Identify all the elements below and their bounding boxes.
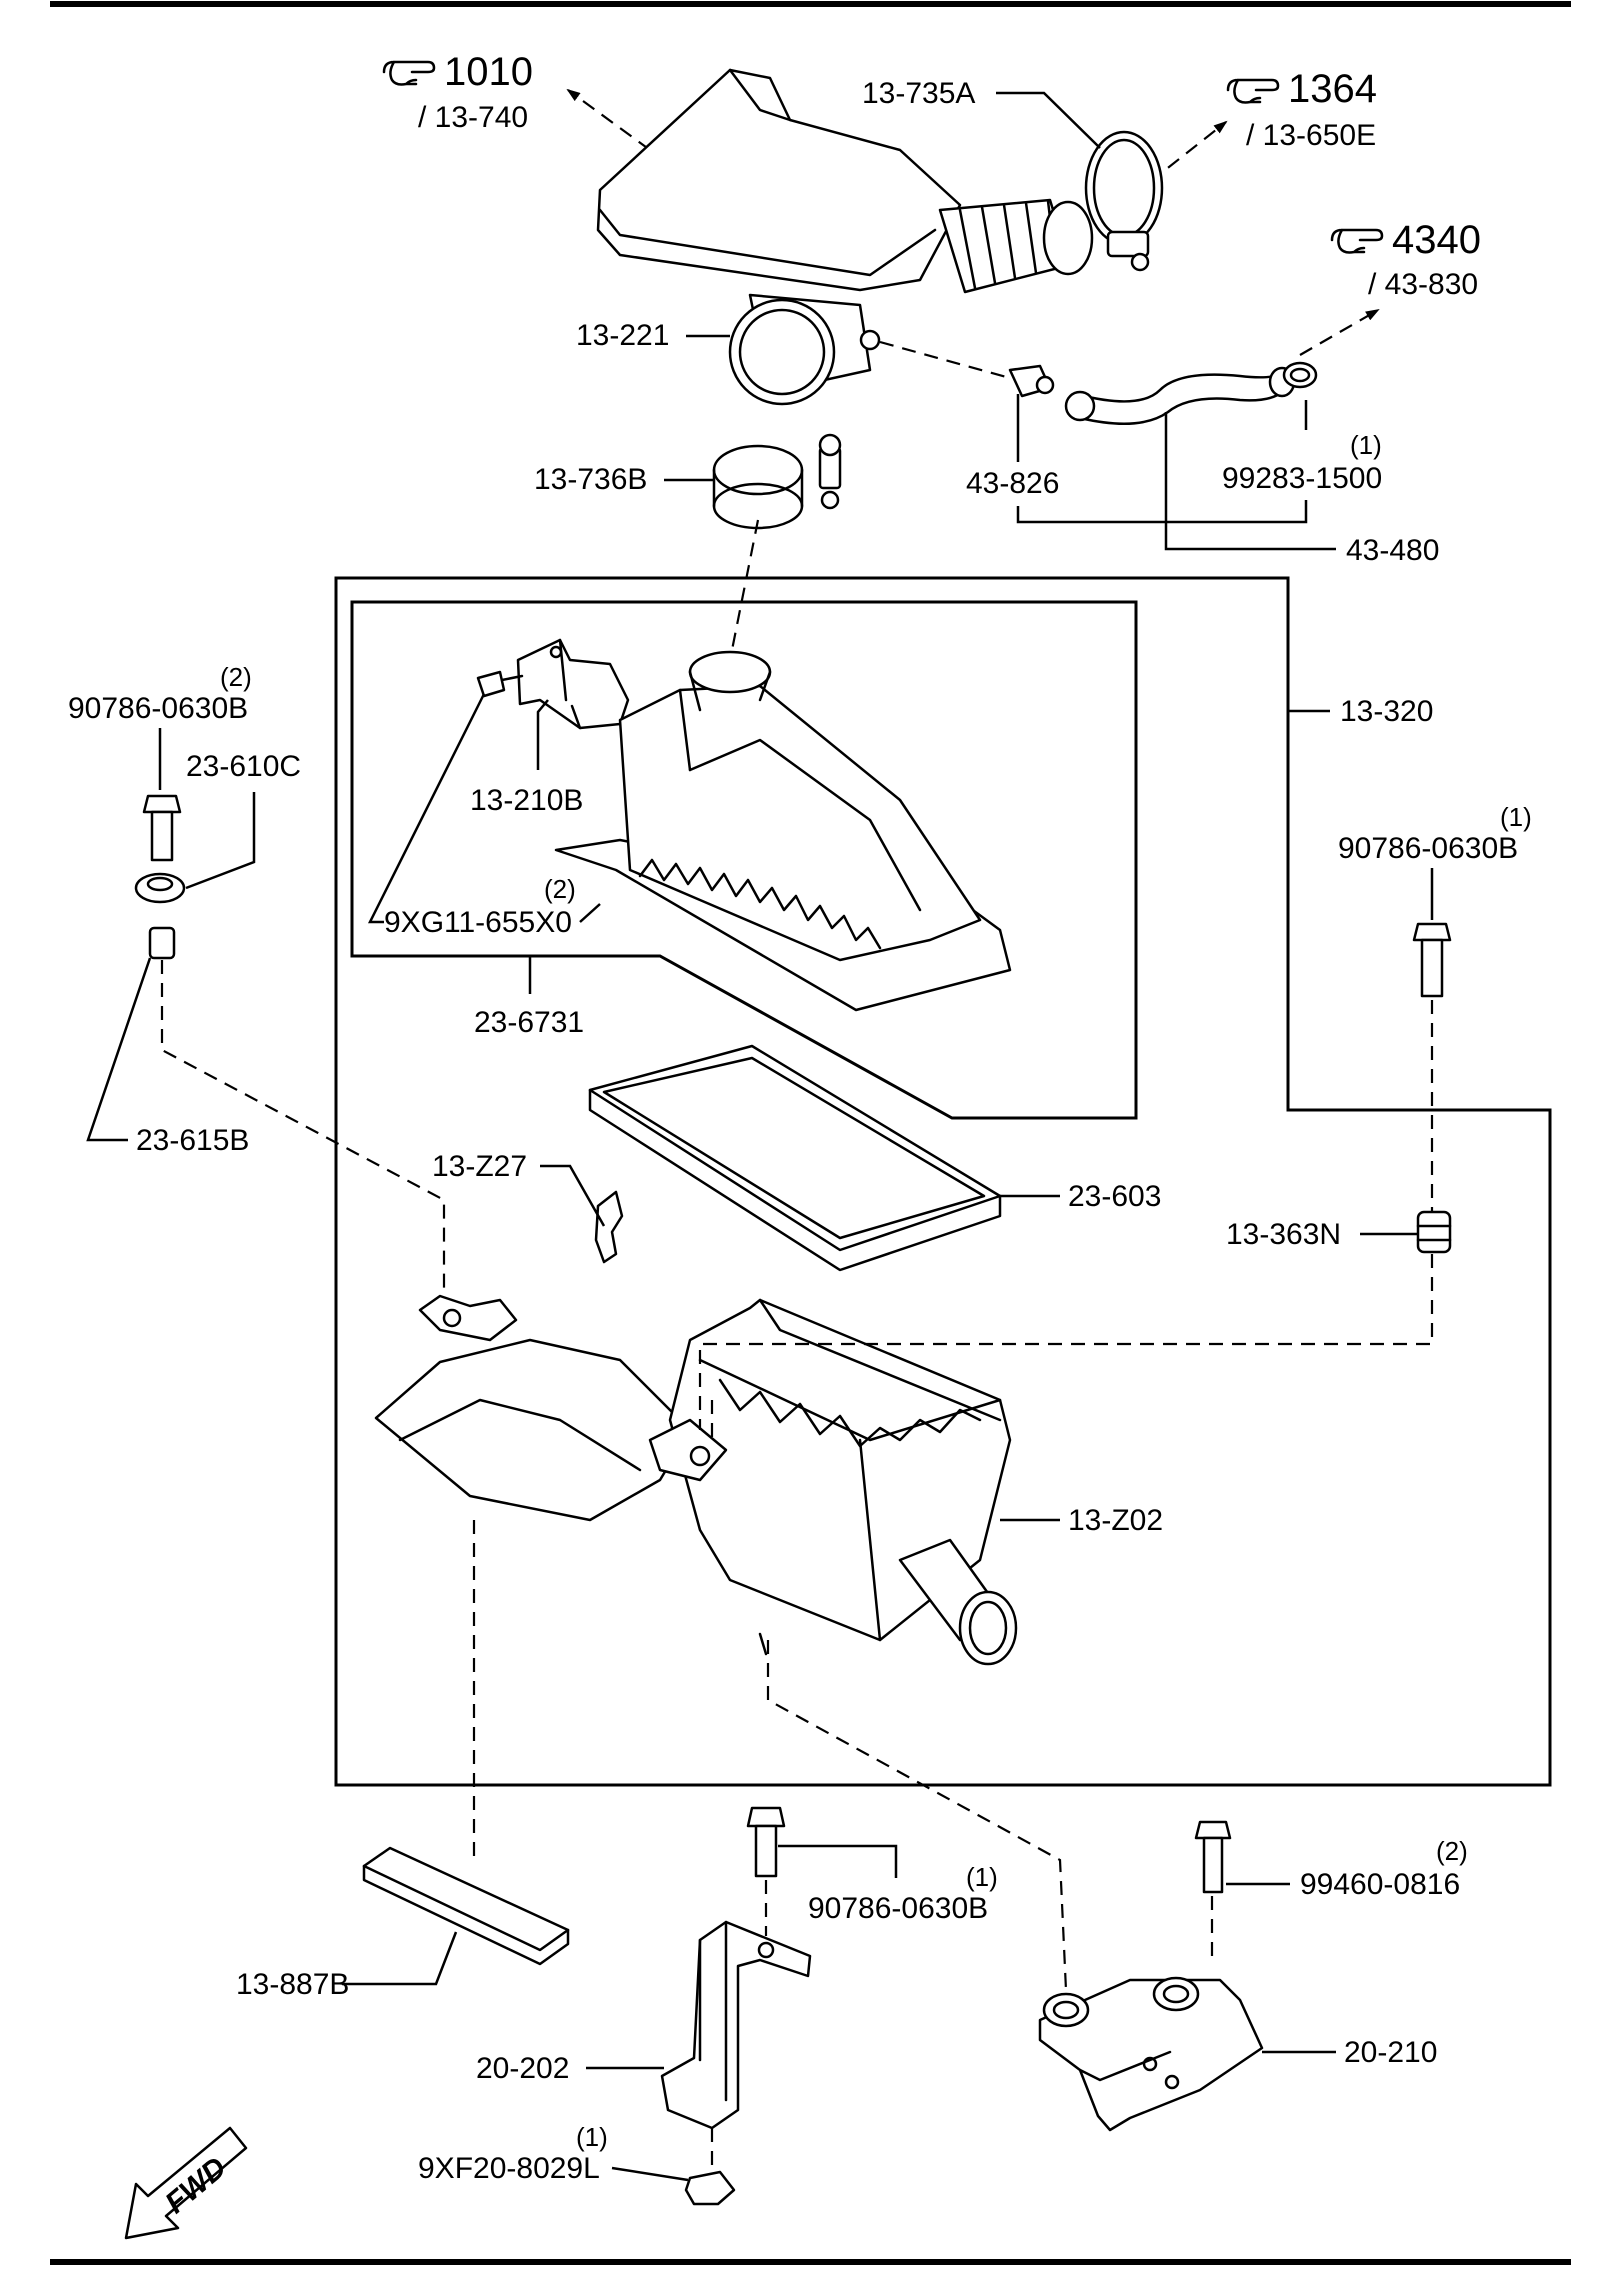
air-duct-13-221[interactable] (728, 293, 881, 406)
qty-99283-1500: (1) (1350, 430, 1382, 460)
bracket-20-202[interactable] (660, 1920, 812, 2130)
bolt-90786-bottom[interactable] (746, 1806, 786, 1878)
qty-90786-bottom: (1) (966, 1862, 998, 1892)
arrow-to-4340 (1299, 309, 1380, 356)
label-9XG11: 9XG11-655X0 (384, 906, 572, 939)
fwd-arrow-icon: FWD (124, 2126, 248, 2240)
qty-9XG11: (2) (544, 874, 576, 904)
screw-9XG11-655X0[interactable] (476, 670, 524, 698)
leader-23-615B (86, 957, 152, 1142)
label-13-Z27: 13-Z27 (432, 1150, 527, 1183)
label-20-202: 20-202 (476, 2052, 569, 2085)
hose-fitting-43-826[interactable] (1008, 364, 1055, 398)
leader-9XF20 (611, 2166, 689, 2182)
leader-13-Z27 (540, 1164, 606, 1227)
ref-1364-number: 1364 (1288, 67, 1377, 111)
ref-4340-number: 4340 (1392, 218, 1481, 262)
retainer-13-Z27[interactable] (594, 1190, 624, 1264)
ref-1010[interactable]: 1010 / 13-740 (382, 50, 533, 134)
label-13-320: 13-320 (1340, 695, 1433, 728)
leader-90786-bottom (778, 1844, 898, 1878)
arrow-to-1010 (566, 88, 651, 151)
intake-duct-part[interactable] (596, 68, 1094, 294)
pad-13-887B[interactable] (362, 1846, 570, 1966)
label-13-221: 13-221 (576, 319, 669, 352)
label-23-603: 23-603 (1068, 1180, 1161, 1213)
assembly-box-13-320 (334, 576, 1552, 1787)
dash-case-to-bracket (766, 1640, 1068, 1991)
bracket-20-210[interactable] (1038, 1976, 1264, 2132)
grommet-13-363N[interactable] (1416, 1210, 1452, 1254)
hose-clip-99283-1500[interactable] (1282, 361, 1318, 389)
air-cleaner-cover-23-6731[interactable] (554, 650, 1012, 1012)
air-filter-element-23-603[interactable] (588, 1044, 1002, 1272)
label-23-6731: 23-6731 (474, 1006, 584, 1039)
nut-9XF20-8029L[interactable] (684, 2170, 736, 2206)
ref-1364-sub: / 13-650E (1246, 119, 1376, 152)
ref-1010-sub: / 13-740 (418, 101, 528, 134)
qty-90786-left: (2) (220, 662, 252, 692)
label-43-480: 43-480 (1346, 534, 1439, 567)
label-90786-left: 90786-0630B (68, 692, 248, 725)
leader-43-480 (1164, 412, 1336, 551)
label-13-Z02: 13-Z02 (1068, 1504, 1163, 1537)
label-90786-bottom: 90786-0630B (808, 1892, 988, 1925)
bolt-99460-0816[interactable] (1194, 1820, 1232, 1894)
leader-13-887B (342, 1931, 458, 1986)
bolt-90786-left[interactable] (142, 794, 182, 862)
label-43-826: 43-826 (966, 467, 1059, 500)
bolt-90786-right[interactable] (1412, 922, 1452, 998)
hose-clamp-13-735A[interactable] (1084, 130, 1164, 272)
leader-13-735A (996, 91, 1101, 149)
dash-clamp-to-box (730, 519, 760, 651)
leader-13-210B (536, 699, 549, 770)
maf-sensor-13-210B[interactable] (516, 638, 630, 730)
qty-99460: (2) (1436, 1836, 1468, 1866)
label-99460-0816: 99460-0816 (1300, 1868, 1460, 1901)
bracket-43-826-99283 (1016, 500, 1308, 524)
label-99283-1500: 99283-1500 (1222, 462, 1382, 495)
breather-hose-43-480[interactable] (1064, 366, 1296, 426)
air-cleaner-case-13-Z02[interactable] (374, 1294, 1018, 1666)
label-9XF20: 9XF20-8029L (418, 2152, 600, 2185)
label-13-363N: 13-363N (1226, 1218, 1341, 1251)
qty-9XF20: (1) (576, 2122, 608, 2152)
label-13-887B: 13-887B (236, 1968, 349, 2001)
label-20-210: 20-210 (1344, 2036, 1437, 2069)
pointing-hand-icon (382, 60, 436, 86)
collar-23-615B[interactable] (148, 926, 176, 960)
ref-1364[interactable]: 1364 / 13-650E (1226, 67, 1377, 152)
label-23-615B: 23-615B (136, 1124, 249, 1157)
label-90786-right: 90786-0630B (1338, 832, 1518, 865)
leader-23-610C (185, 792, 256, 890)
grommet-23-610C[interactable] (134, 872, 186, 904)
ref-4340-sub: / 43-830 (1368, 268, 1478, 301)
arrow-to-1364 (1149, 120, 1228, 183)
pointing-hand-icon (1330, 228, 1384, 254)
label-13-736B: 13-736B (534, 463, 647, 496)
dash-grommet-to-case (698, 1254, 1434, 1430)
hose-clamp-13-736B[interactable] (712, 433, 842, 530)
qty-90786-right: (1) (1500, 802, 1532, 832)
assembly-box-23-6731 (350, 600, 1138, 1120)
label-23-610C: 23-610C (186, 750, 301, 783)
label-13-735A: 13-735A (862, 77, 975, 110)
pointing-hand-icon (1226, 78, 1280, 104)
label-13-210B: 13-210B (470, 784, 583, 817)
leader-9XG11 (367, 693, 601, 924)
ref-4340[interactable]: 4340 / 43-830 (1330, 218, 1481, 301)
ref-1010-number: 1010 (444, 50, 533, 94)
dash-duct-to-hose (879, 340, 1011, 380)
